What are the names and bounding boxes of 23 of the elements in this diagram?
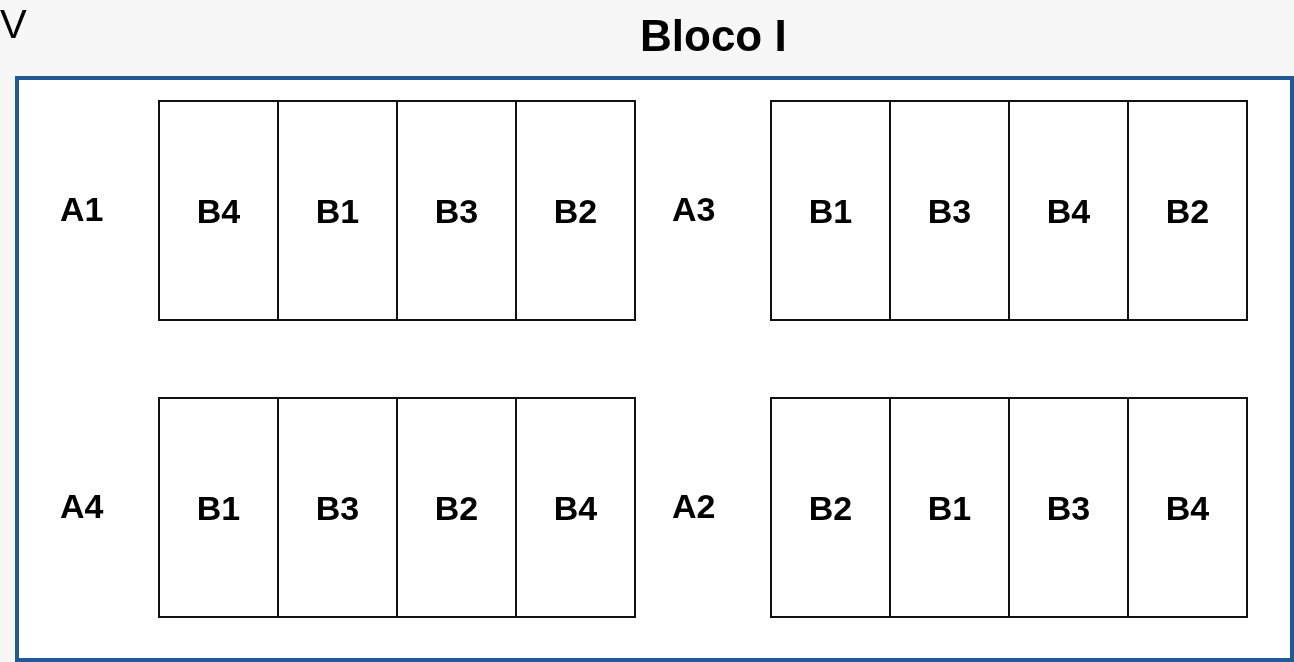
plot-cell: B1 bbox=[889, 397, 1010, 618]
plot-cell: B1 bbox=[277, 100, 398, 321]
plot-label: A4 bbox=[60, 489, 104, 523]
plot-cell: B2 bbox=[396, 397, 517, 618]
plot-label: A2 bbox=[672, 489, 716, 523]
plot-cell: B4 bbox=[515, 397, 636, 618]
plot-cell: B1 bbox=[770, 100, 891, 321]
plot-cell: B2 bbox=[770, 397, 891, 618]
plot-cell: B3 bbox=[889, 100, 1010, 321]
plot-cell: B3 bbox=[396, 100, 517, 321]
plot-cell: B3 bbox=[1008, 397, 1129, 618]
plot-cell: B4 bbox=[1127, 397, 1248, 618]
plot-cell: B1 bbox=[158, 397, 279, 618]
corner-label: V bbox=[0, 4, 27, 44]
plot-cell: B3 bbox=[277, 397, 398, 618]
plot-cell: B4 bbox=[158, 100, 279, 321]
block-frame bbox=[15, 76, 1294, 662]
plot-cell: B2 bbox=[515, 100, 636, 321]
plot-cell: B4 bbox=[1008, 100, 1129, 321]
plot-label: A1 bbox=[60, 192, 104, 226]
plot-cell: B2 bbox=[1127, 100, 1248, 321]
block-title: Bloco I bbox=[640, 14, 787, 58]
plot-label: A3 bbox=[672, 192, 716, 226]
